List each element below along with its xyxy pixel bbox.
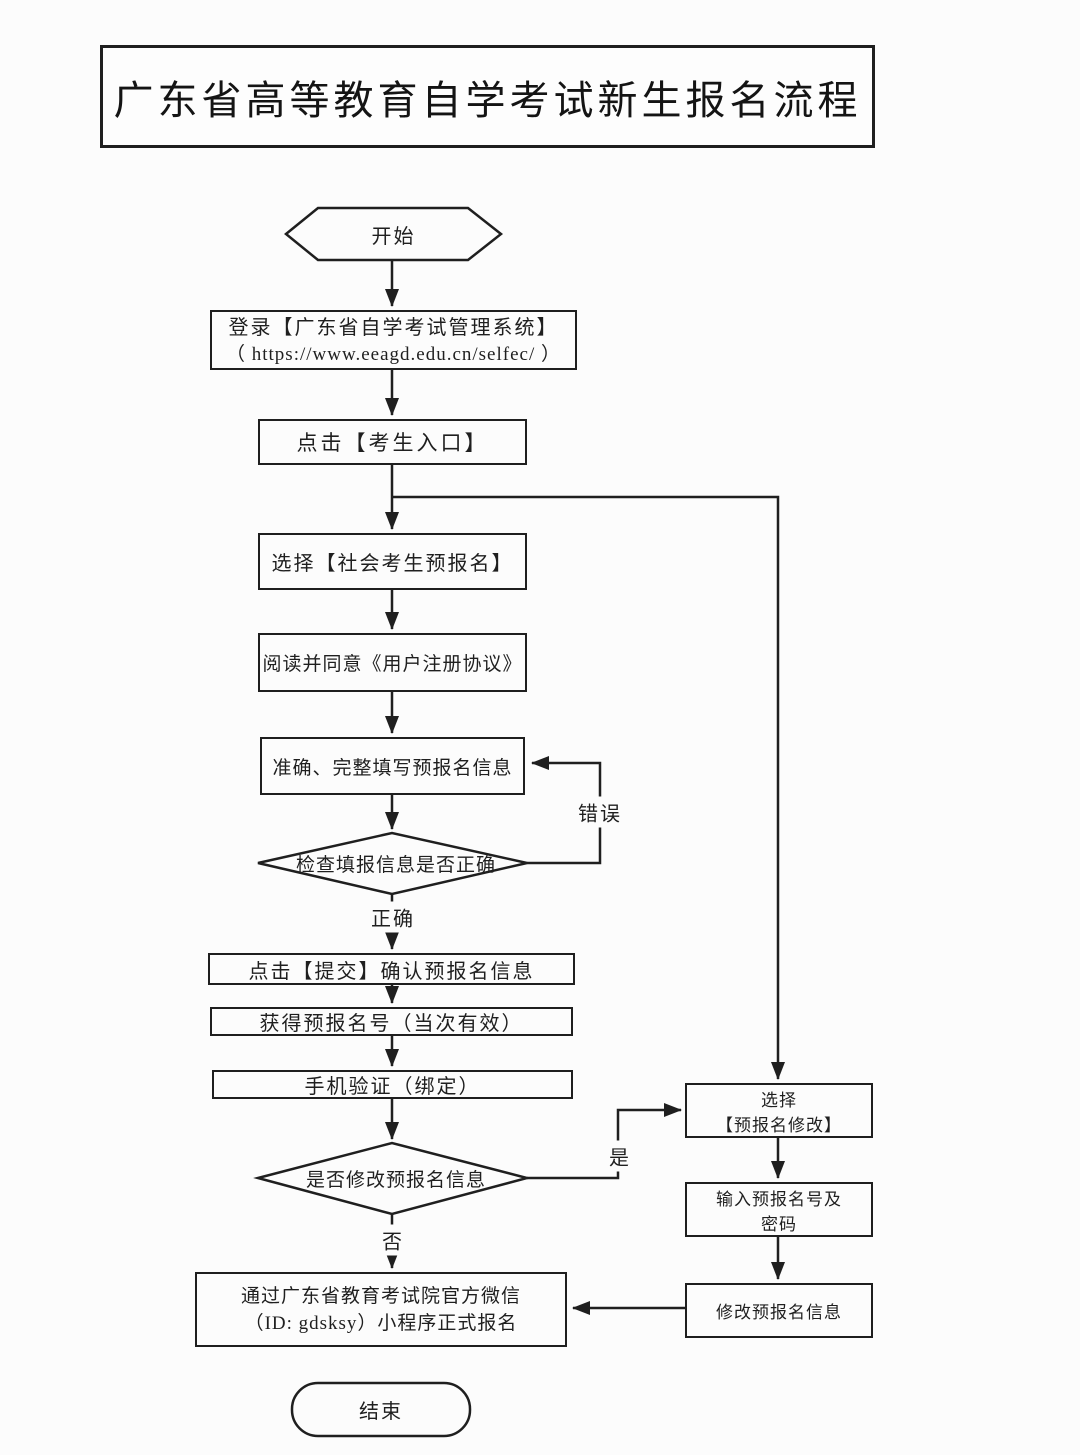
node-modify-decision-label: 是否修改预报名信息 [305,1169,486,1191]
node-modify-info: 修改预报名信息 [685,1283,873,1338]
node-enter-number-line2: 密码 [761,1214,797,1234]
node-user-agreement-label: 阅读并同意《用户注册协议》 [262,654,523,675]
node-modify-decision: 是否修改预报名信息 [265,1163,527,1193]
node-social-preregister: 选择【社会考生预报名】 [258,533,527,590]
node-select-modify-line1: 选择 [761,1090,797,1110]
node-user-agreement: 阅读并同意《用户注册协议》 [258,633,527,692]
node-fill-info-label: 准确、完整填写预报名信息 [272,757,513,779]
node-submit-confirm: 点击【提交】确认预报名信息 [208,953,575,985]
node-start: 开始 [286,208,501,260]
node-get-prereg-number-label: 获得预报名号（当次有效） [259,1013,524,1035]
node-official-register-line2: （ID: gdsksy）小程序正式报名 [244,1313,518,1334]
node-end-label: 结束 [359,1401,403,1423]
node-candidate-entrance: 点击【考生入口】 [258,419,527,465]
node-check-info-label: 检查填报信息是否正确 [295,854,496,876]
node-get-prereg-number: 获得预报名号（当次有效） [210,1007,573,1036]
page-title: 广东省高等教育自学考试新生报名流程 [100,45,875,148]
node-official-register-line1: 通过广东省教育考试院官方微信 [240,1286,521,1307]
node-candidate-entrance-label: 点击【考生入口】 [296,431,489,455]
node-login-line1: 登录【广东省自学考试管理系统】 [228,316,559,339]
node-login-system: 登录【广东省自学考试管理系统】 （ https://www.eeagd.edu.… [210,310,577,370]
edge-label-correct: 正确 [369,901,417,933]
decision-check-diamond-shape [257,831,528,896]
node-fill-info: 准确、完整填写预报名信息 [260,737,525,795]
node-official-register: 通过广东省教育考试院官方微信 （ID: gdsksy）小程序正式报名 [195,1272,567,1347]
edge-label-error: 错误 [576,796,624,828]
node-submit-confirm-label: 点击【提交】确认预报名信息 [248,960,535,983]
node-login-url: （ https://www.eeagd.edu.cn/selfec/ ） [226,343,561,365]
page-title-text: 广东省高等教育自学考试新生报名流程 [113,77,862,123]
node-social-preregister-label: 选择【社会考生预报名】 [271,553,514,575]
node-phone-verify-label: 手机验证（绑定） [304,1076,481,1098]
node-end: 结束 [292,1383,470,1436]
end-stadium-shape [290,1381,472,1438]
edge-entrance-branch-to-select-modify [392,495,785,1080]
edge-decision-yes-to-select-modify [527,1103,682,1180]
node-enter-number-line1: 输入预报名号及 [716,1189,842,1209]
node-phone-verify: 手机验证（绑定） [212,1070,573,1099]
node-check-info: 检查填报信息是否正确 [265,848,527,878]
node-select-modify: 选择 【预报名修改】 [685,1083,873,1138]
edge-label-yes: 是 [607,1140,633,1172]
decision-modify-diamond-shape [253,1141,532,1216]
node-enter-number-password: 输入预报名号及 密码 [685,1182,873,1237]
node-modify-info-label: 修改预报名信息 [716,1303,842,1322]
start-hexagon-shape [284,206,504,262]
node-start-label: 开始 [371,225,416,248]
node-select-modify-line2: 【预报名修改】 [716,1115,842,1135]
edge-label-no: 否 [380,1224,406,1256]
